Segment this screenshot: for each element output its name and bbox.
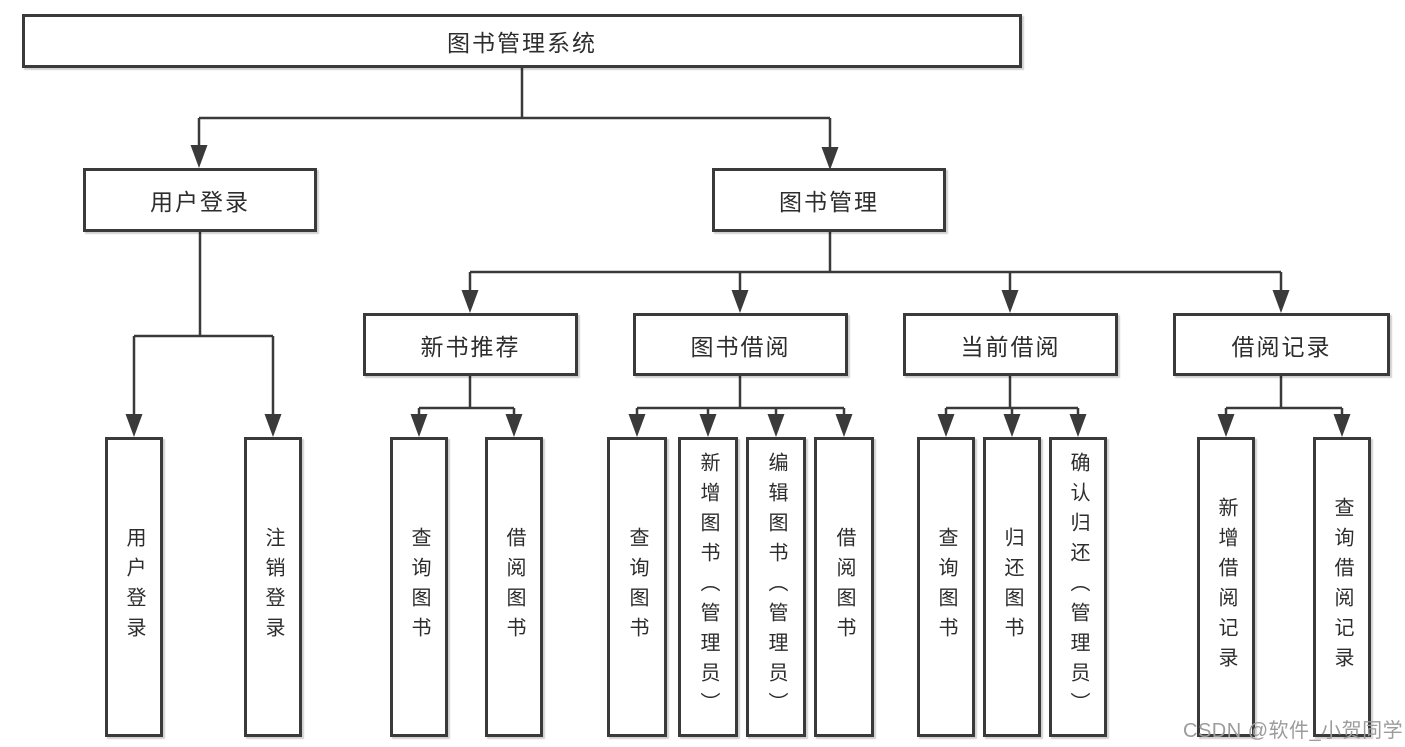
node-new-book-recommend-label: 新书推荐 (420, 333, 521, 360)
leaf-nbr-borrow-books-label: 借阅图书 (503, 527, 525, 647)
node-user-login-label: 用户登录 (150, 189, 250, 215)
arrowhead (731, 290, 749, 313)
leaf-bb-query-books: 查询图书 (607, 437, 667, 737)
leaf-bb-borrow-books-label: 借阅图书 (833, 527, 855, 647)
node-borrow-records-label: 借阅记录 (1231, 333, 1332, 360)
node-borrow-records: 借阅记录 (1173, 313, 1390, 376)
arrowhead (1001, 290, 1019, 313)
arrowhead (410, 414, 428, 437)
node-root: 图书管理系统 (22, 14, 1022, 68)
arrowhead (699, 414, 717, 437)
leaf-logout: 注销登录 (244, 437, 302, 737)
leaf-cb-query-books-label: 查询图书 (935, 527, 957, 647)
leaf-nbr-query-books: 查询图书 (390, 437, 448, 737)
csdn-watermark: CSDN @软件_小贺同学 (1183, 720, 1404, 742)
arrowhead (125, 414, 143, 437)
arrowhead (1333, 414, 1351, 437)
arrowhead (1069, 414, 1087, 437)
arrowhead (835, 414, 853, 437)
leaf-bb-query-books-label: 查询图书 (626, 527, 648, 647)
leaf-br-add-record-label: 新增借阅记录 (1215, 497, 1237, 677)
connector-path (132, 68, 1344, 416)
leaf-bb-add-books-admin: 新增图书（管理员） (678, 437, 738, 737)
leaf-bb-edit-books-admin-label: 编辑图书（管理员） (765, 452, 787, 722)
leaf-user-login-label: 用户登录 (123, 527, 145, 647)
leaf-br-query-record: 查询借阅记录 (1313, 437, 1371, 737)
leaf-logout-label: 注销登录 (262, 527, 284, 647)
leaf-cb-return-books-label: 归还图书 (1001, 527, 1023, 647)
arrowhead (1217, 414, 1235, 437)
arrowhead (1272, 290, 1290, 313)
node-current-borrow: 当前借阅 (903, 313, 1118, 376)
leaf-br-add-record: 新增借阅记录 (1197, 437, 1255, 737)
arrowhead (628, 414, 646, 437)
leaf-cb-confirm-return-admin: 确认归还（管理员） (1049, 437, 1107, 737)
node-book-borrow-label: 图书借阅 (690, 333, 791, 360)
arrowhead (767, 414, 785, 437)
arrowhead (505, 414, 523, 437)
leaf-br-query-record-label: 查询借阅记录 (1331, 497, 1353, 677)
node-book-management: 图书管理 (712, 168, 946, 232)
leaf-nbr-borrow-books: 借阅图书 (485, 437, 543, 737)
arrowhead (937, 414, 955, 437)
node-current-borrow-label: 当前借阅 (960, 333, 1061, 360)
leaf-cb-return-books: 归还图书 (983, 437, 1041, 737)
node-user-login: 用户登录 (83, 168, 317, 232)
arrowhead (1003, 414, 1021, 437)
leaf-bb-edit-books-admin: 编辑图书（管理员） (746, 437, 806, 737)
leaf-bb-add-books-admin-label: 新增图书（管理员） (697, 452, 719, 722)
leaf-nbr-query-books-label: 查询图书 (408, 527, 430, 647)
leaf-user-login: 用户登录 (105, 437, 163, 737)
arrowhead (190, 145, 208, 168)
arrowheads (125, 145, 1351, 437)
leaf-cb-query-books: 查询图书 (917, 437, 975, 737)
node-root-label: 图书管理系统 (447, 30, 597, 56)
node-book-borrow: 图书借阅 (633, 313, 848, 376)
arrowhead (461, 290, 479, 313)
leaf-cb-confirm-return-admin-label: 确认归还（管理员） (1067, 452, 1089, 722)
arrowhead (821, 147, 839, 170)
node-book-management-label: 图书管理 (779, 189, 879, 215)
node-new-book-recommend: 新书推荐 (363, 313, 578, 376)
arrowhead (264, 414, 282, 437)
leaf-bb-borrow-books: 借阅图书 (814, 437, 874, 737)
